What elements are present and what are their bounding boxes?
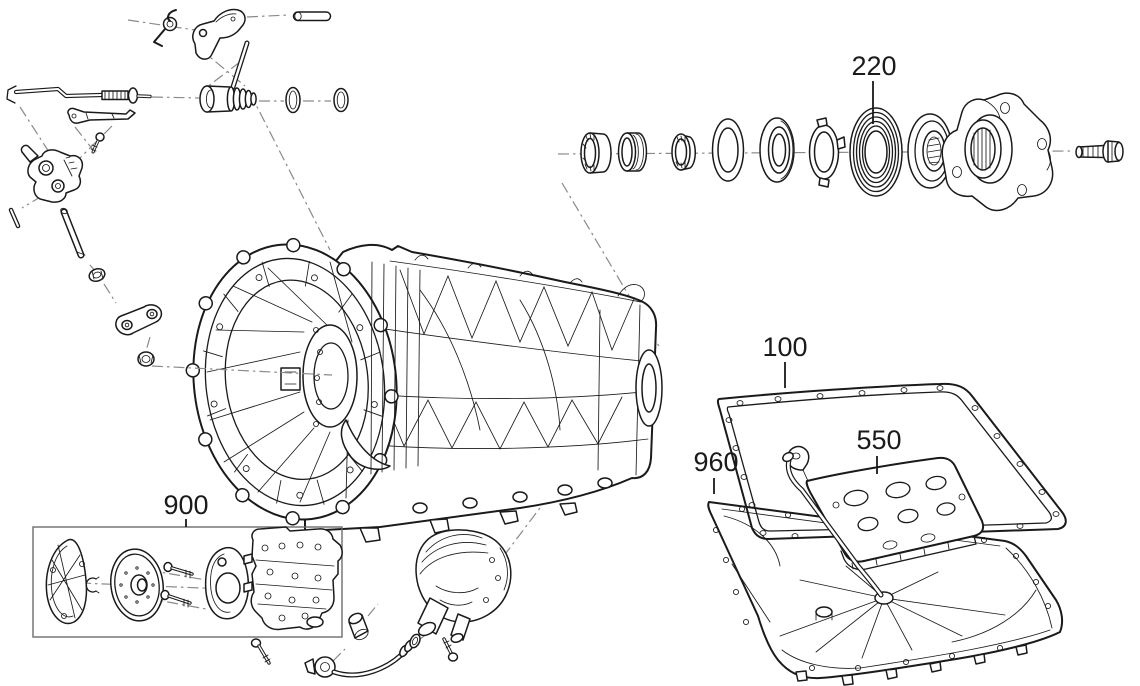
callout-960-label[interactable]: 960 <box>693 447 738 477</box>
bearing-race <box>617 132 648 172</box>
output-flange <box>941 92 1054 212</box>
shaft-nut <box>137 351 155 367</box>
spacer-ring <box>759 117 795 183</box>
shift-lever <box>115 304 163 336</box>
thrust-washer <box>711 118 745 182</box>
o-ring <box>285 86 301 114</box>
output-flange-group <box>580 92 1124 212</box>
callout-100-label[interactable]: 100 <box>762 332 807 362</box>
oil-pump-group <box>32 526 343 638</box>
shaft-washer <box>88 267 106 283</box>
snap-ring <box>85 576 100 594</box>
solenoid-bolt <box>442 637 459 662</box>
lever-screw <box>90 132 105 154</box>
needle-bearing-small <box>671 133 696 171</box>
flange-nut <box>907 113 953 189</box>
callout-100[interactable]: 100 <box>762 332 808 388</box>
pump-plate <box>204 546 250 620</box>
detent-piston <box>199 85 257 113</box>
oil-pipe <box>304 639 414 678</box>
pipe-washer <box>409 633 421 649</box>
pump-screw <box>160 589 192 608</box>
pump-screw <box>163 561 194 579</box>
output-shaft-seal <box>849 107 903 197</box>
valve-body <box>243 526 343 631</box>
filler-tube <box>782 451 884 598</box>
parking-rod <box>6 85 152 104</box>
callout-550[interactable]: 550 <box>856 425 902 474</box>
oil-filter <box>786 445 985 571</box>
guide-pin <box>230 40 250 90</box>
o-ring <box>333 87 349 113</box>
damper-disc <box>110 548 164 622</box>
callout-900[interactable]: 900 <box>163 490 209 527</box>
transmission-housing <box>151 237 663 543</box>
callout-900-label[interactable]: 900 <box>163 490 208 520</box>
parking-lock-spring <box>153 9 178 47</box>
callout-220[interactable]: 220 <box>851 51 897 124</box>
callout-960[interactable]: 960 <box>693 447 739 494</box>
roll-pin <box>8 207 21 229</box>
selector-lever <box>67 107 136 124</box>
callout-220-label[interactable]: 220 <box>851 51 896 81</box>
selector-mechanism <box>20 144 84 203</box>
solenoid-unit <box>415 529 512 644</box>
oil-pan <box>707 501 1064 686</box>
spacer-sleeve <box>348 612 369 641</box>
parking-lock-group <box>6 8 349 367</box>
flange-bolt <box>1075 140 1124 163</box>
pump-cover <box>45 538 88 625</box>
callout-550-label[interactable]: 550 <box>856 425 901 455</box>
group-frame-900 <box>32 526 343 638</box>
lock-plate <box>808 117 846 188</box>
valve-body-bolt <box>250 638 271 665</box>
needle-bearing <box>580 132 612 174</box>
selector-shaft <box>60 207 86 259</box>
parking-pawl <box>192 8 246 60</box>
pawl-pin <box>292 11 332 22</box>
